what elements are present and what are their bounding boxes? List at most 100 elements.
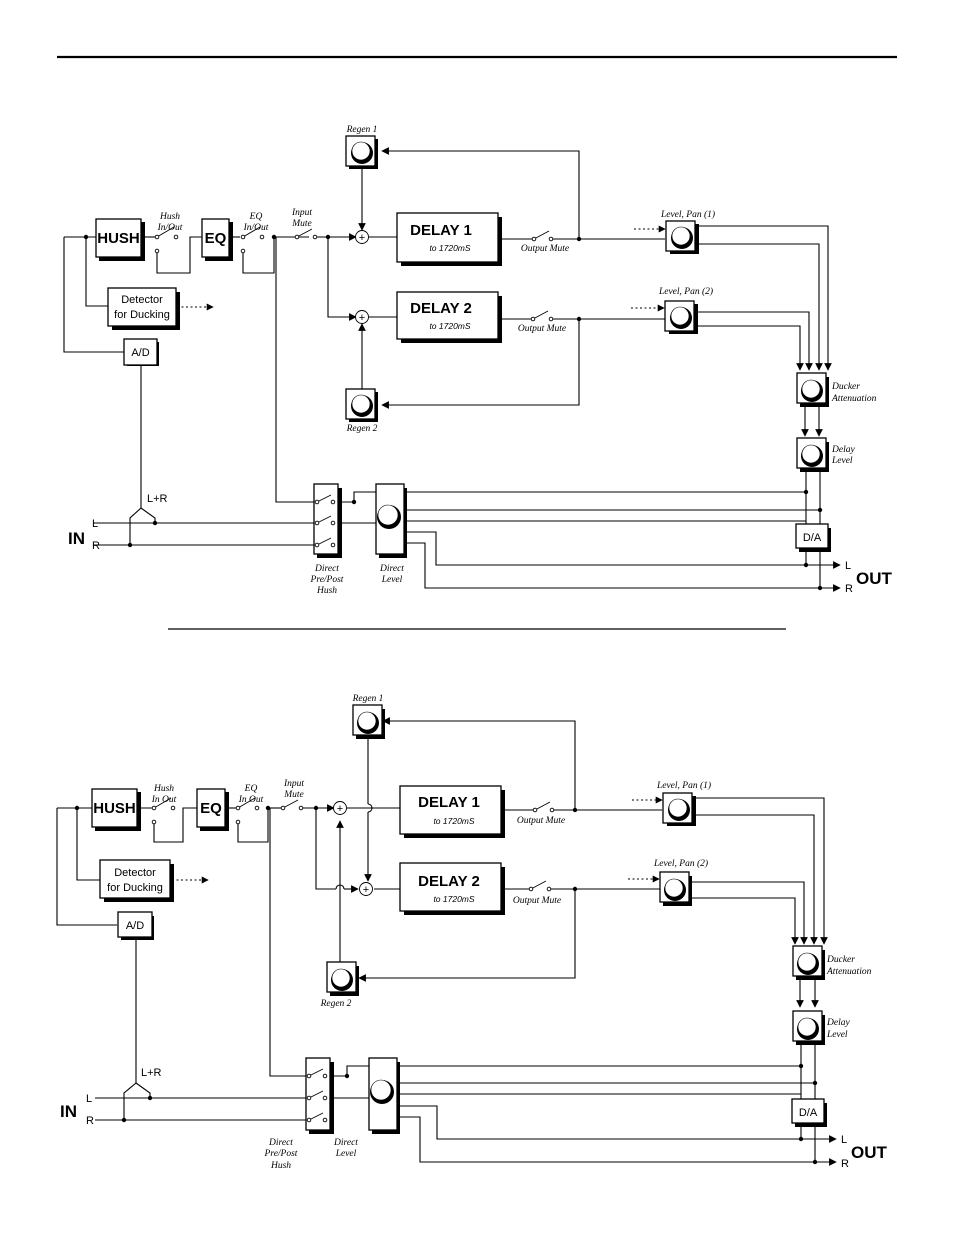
svg-text:Level, Pan (2): Level, Pan (2) <box>658 286 713 297</box>
svg-text:A/D: A/D <box>131 347 149 359</box>
svg-text:Hush: Hush <box>270 1161 291 1171</box>
sum-node: + <box>355 230 369 244</box>
svg-text:Input: Input <box>283 779 304 789</box>
svg-text:Delay: Delay <box>826 1018 850 1028</box>
level-pan-1-knob <box>665 220 699 254</box>
svg-text:IN: IN <box>60 1102 77 1121</box>
eq-block: EQ <box>196 788 229 831</box>
junction-dots-top <box>83 234 823 591</box>
svg-text:+: + <box>359 232 365 244</box>
svg-text:for Ducking: for Ducking <box>114 309 170 321</box>
svg-text:In/Out: In/Out <box>157 223 183 233</box>
svg-text:to 1720mS: to 1720mS <box>429 243 470 253</box>
svg-text:Input: Input <box>291 208 312 218</box>
direct-level-knob <box>375 483 407 558</box>
eq-block: EQ <box>201 218 233 261</box>
io-labels-top: L+R IN L R L R OUT <box>68 493 893 595</box>
svg-text:L: L <box>845 560 851 572</box>
junction-dots-bottom <box>74 805 818 1165</box>
svg-text:Hush: Hush <box>159 212 180 222</box>
delay2-block: DELAY 2 to 1720mS <box>399 862 505 915</box>
svg-text:Direct: Direct <box>333 1138 358 1148</box>
svg-text:HUSH: HUSH <box>97 230 140 247</box>
svg-text:Level: Level <box>831 456 853 466</box>
ducker-attenuation-knob <box>792 945 825 980</box>
detector-block: Detector for Ducking <box>107 287 180 330</box>
delay-level-knob <box>792 1010 825 1045</box>
svg-text:R: R <box>845 583 853 595</box>
svg-text:Pre/Post: Pre/Post <box>310 575 344 585</box>
level-pan-2-knob <box>659 871 692 906</box>
switches-bottom <box>151 797 555 892</box>
delay2-block: DELAY 2 to 1720mS <box>396 291 502 343</box>
regen2-knob <box>326 961 359 996</box>
svg-text:+: + <box>359 312 365 324</box>
diagram-bottom: HUSH EQ Detector for Ducking A/D DELAY 1… <box>56 694 888 1171</box>
svg-text:Output Mute: Output Mute <box>513 896 561 906</box>
da-converter: D/A <box>791 1098 827 1127</box>
captions-bottom: Regen 1 Regen 2 Hush In Out EQ In Out In… <box>151 694 872 1171</box>
svg-text:Attenuation: Attenuation <box>826 967 872 977</box>
svg-text:In Out: In Out <box>151 795 177 805</box>
svg-text:Level, Pan (1): Level, Pan (1) <box>660 209 715 220</box>
svg-text:DELAY 1: DELAY 1 <box>410 222 472 239</box>
svg-text:OUT: OUT <box>851 1143 888 1162</box>
level-pan-1-knob <box>662 792 696 826</box>
captions-top: Regen 1 Regen 2 Hush In/Out EQ In/Out In… <box>157 125 877 596</box>
svg-text:Mute: Mute <box>283 790 304 800</box>
svg-text:Level, Pan (1): Level, Pan (1) <box>656 780 711 791</box>
direct-prepost-switch <box>305 1057 334 1134</box>
svg-text:Level: Level <box>826 1030 848 1040</box>
ducker-attenuation-knob <box>796 372 829 407</box>
svg-text:Mute: Mute <box>291 219 312 229</box>
svg-text:EQ: EQ <box>205 230 227 247</box>
io-labels-bottom: L+R IN L R L R OUT <box>60 1067 888 1170</box>
diagram-top: HUSH EQ Detector for Ducking A/D DELAY 1… <box>63 125 893 596</box>
svg-text:to 1720mS: to 1720mS <box>433 894 474 904</box>
svg-text:Regen 1: Regen 1 <box>352 694 384 704</box>
wiring-bottom <box>56 717 837 1166</box>
svg-text:Delay: Delay <box>831 445 855 455</box>
svg-text:IN: IN <box>68 529 85 548</box>
svg-text:In/Out: In/Out <box>243 223 269 233</box>
ad-converter: A/D <box>117 911 154 940</box>
svg-text:Output Mute: Output Mute <box>521 244 569 254</box>
svg-text:R: R <box>86 1115 94 1127</box>
svg-text:A/D: A/D <box>126 920 144 932</box>
delay1-block: DELAY 1 to 1720mS <box>396 212 502 266</box>
svg-text:to 1720mS: to 1720mS <box>429 321 470 331</box>
sum-node: + <box>333 801 347 815</box>
svg-text:L+R: L+R <box>141 1067 162 1079</box>
svg-text:Pre/Post: Pre/Post <box>264 1149 298 1159</box>
delay-level-knob <box>796 437 829 472</box>
svg-text:Output Mute: Output Mute <box>517 816 565 826</box>
regen1-knob <box>352 704 385 739</box>
svg-text:Level: Level <box>335 1149 357 1159</box>
svg-text:+: + <box>337 803 343 815</box>
svg-text:Hush: Hush <box>316 586 337 596</box>
svg-text:L+R: L+R <box>147 493 168 505</box>
svg-text:D/A: D/A <box>803 532 822 544</box>
svg-text:Regen 2: Regen 2 <box>346 424 378 434</box>
regen1-knob <box>345 135 378 169</box>
svg-text:Detector: Detector <box>121 294 163 306</box>
direct-prepost-switch <box>313 483 342 558</box>
svg-text:Ducker: Ducker <box>831 382 860 392</box>
svg-text:D/A: D/A <box>799 1107 818 1119</box>
svg-text:In Out: In Out <box>238 795 264 805</box>
svg-text:DELAY 2: DELAY 2 <box>410 300 472 317</box>
svg-text:to 1720mS: to 1720mS <box>433 816 474 826</box>
level-pan-2-knob <box>664 300 698 334</box>
svg-text:DELAY 1: DELAY 1 <box>418 794 480 811</box>
da-converter: D/A <box>795 523 831 552</box>
direct-level-knob <box>368 1057 400 1134</box>
ad-converter: A/D <box>123 338 159 366</box>
svg-text:Direct: Direct <box>268 1138 293 1148</box>
svg-text:L: L <box>841 1134 847 1146</box>
switches-top <box>154 226 554 322</box>
svg-text:EQ: EQ <box>200 800 222 817</box>
wiring-top <box>63 147 841 592</box>
svg-text:Output Mute: Output Mute <box>518 324 566 334</box>
svg-text:Direct: Direct <box>314 564 339 574</box>
svg-text:Level: Level <box>381 575 403 585</box>
